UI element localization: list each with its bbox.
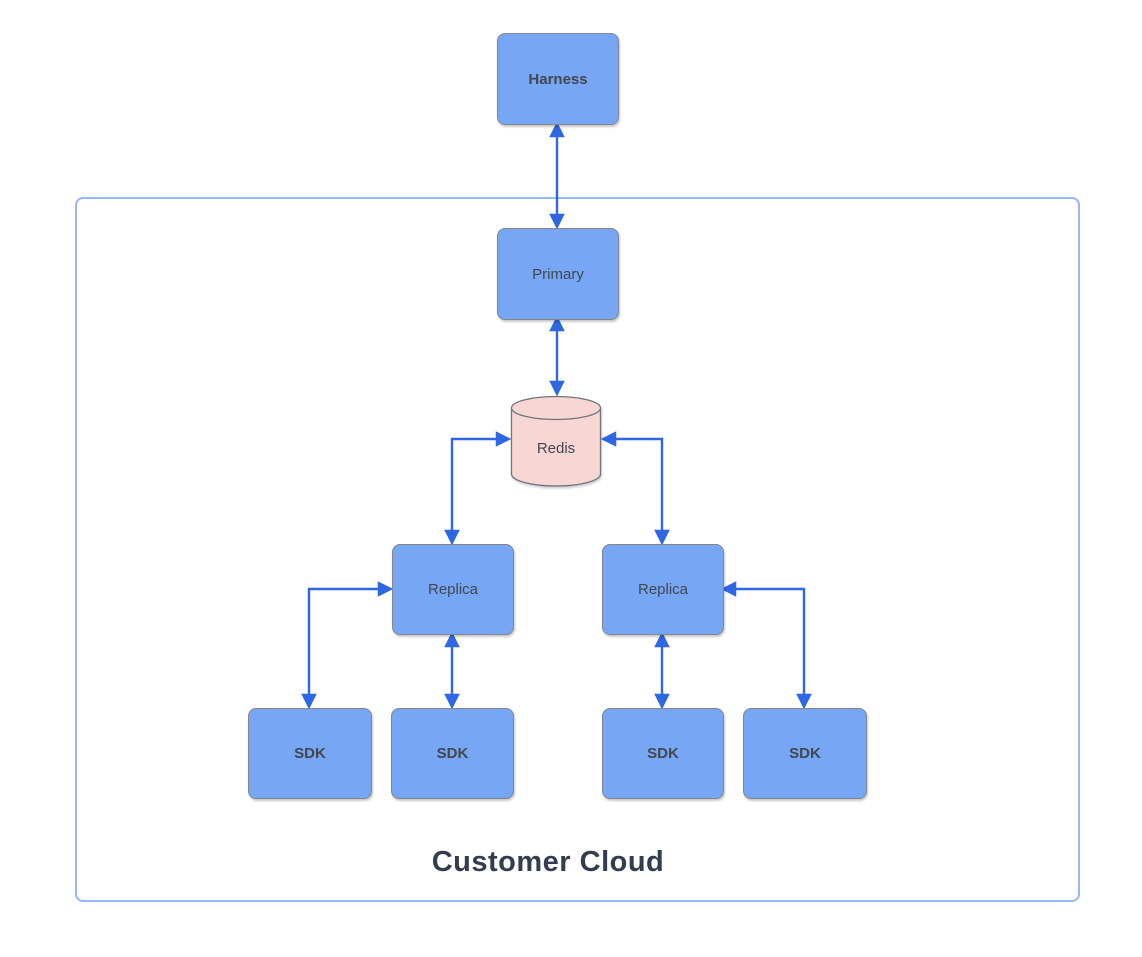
node-harness[interactable]: Harness <box>497 33 619 125</box>
edge-sdk4-replica-right[interactable] <box>720 581 812 710</box>
node-sdk-1[interactable]: SDK <box>248 708 372 799</box>
node-sdk-1-label: SDK <box>294 745 326 762</box>
edge-sdk1-replica-left[interactable] <box>301 581 394 710</box>
node-primary-label: Primary <box>532 265 584 283</box>
node-redis[interactable]: Redis <box>510 395 602 488</box>
node-replica-left-label: Replica <box>427 581 479 598</box>
edge-replica-right-redis[interactable] <box>600 431 670 546</box>
node-sdk-4[interactable]: SDK <box>743 708 867 799</box>
node-harness-label: Harness <box>528 70 588 88</box>
cylinder-icon <box>510 395 602 487</box>
edge-replica-left-redis[interactable] <box>444 431 512 546</box>
node-sdk-4-label: SDK <box>789 745 821 762</box>
node-sdk-3-label: SDK <box>647 745 679 762</box>
customer-cloud-label: Customer Cloud <box>431 846 665 878</box>
node-replica-left[interactable]: Replica <box>392 544 514 635</box>
node-replica-right[interactable]: Replica <box>602 544 724 635</box>
node-sdk-3[interactable]: SDK <box>602 708 724 799</box>
node-primary[interactable]: Primary <box>497 228 619 320</box>
node-sdk-2-label: SDK <box>436 745 469 762</box>
node-replica-right-label: Replica <box>637 581 689 598</box>
node-sdk-2[interactable]: SDK <box>391 708 514 799</box>
node-redis-label: Redis <box>536 439 576 457</box>
